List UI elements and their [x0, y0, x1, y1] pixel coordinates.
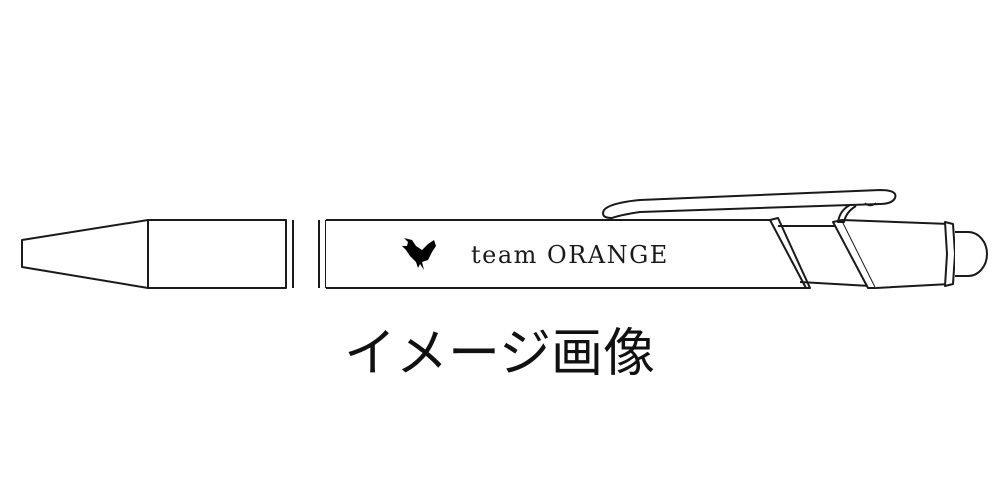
- stylus-tip: [955, 231, 988, 277]
- pen-grip: [147, 219, 287, 289]
- pen-barrel: [326, 219, 807, 289]
- pen-tip: [21, 219, 149, 289]
- imprint-text: team ORANGE: [471, 241, 669, 269]
- image-caption: イメージ画像: [344, 324, 655, 384]
- bird-icon: [402, 238, 436, 270]
- pen-clip: [602, 189, 897, 219]
